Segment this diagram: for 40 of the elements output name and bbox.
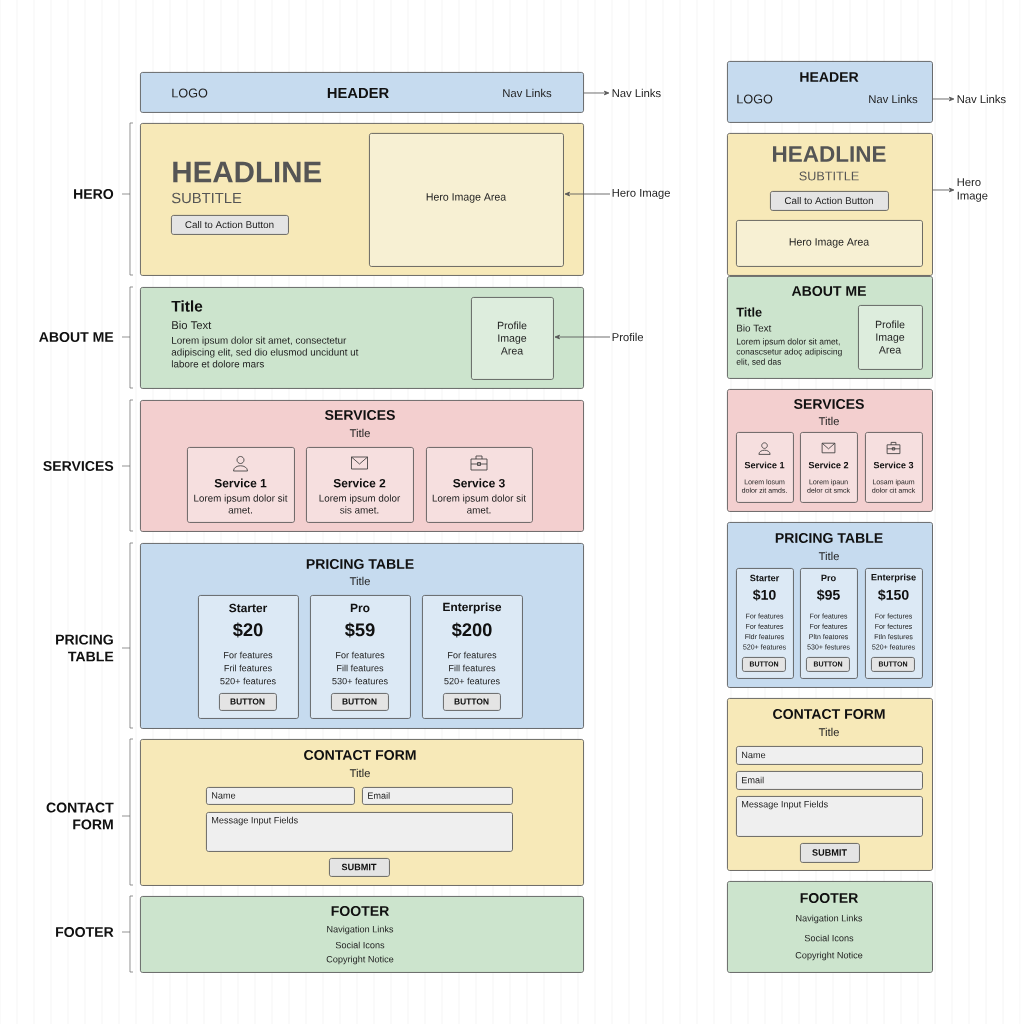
service-card: Service 3 Lorem ipsum dolor sit amet.: [426, 447, 533, 523]
placeholder-box: Profile Image Area: [471, 297, 554, 380]
footer-section: FOOTER Navigation Links Social Icons Copyright Notice: [727, 881, 933, 973]
annotation-label: Nav Links: [957, 94, 1006, 104]
button: BUTTON: [331, 693, 389, 711]
arrow: [564, 191, 611, 197]
button: BUTTON: [219, 693, 277, 711]
placeholder-box: Hero Image Area: [369, 133, 564, 267]
input-field: Email: [736, 771, 923, 790]
text-area: Message Input Fields: [206, 812, 513, 852]
annotation-label: Hero Image: [957, 178, 988, 202]
section-label: CONTACT FORM: [46, 802, 114, 830]
input-field: Email: [362, 787, 513, 805]
text-area: Message Input Fields: [736, 796, 923, 837]
cta-button: Call to Action Button: [171, 215, 289, 235]
service-card: Service 1 Lorem ipsum dolor sit amet.: [187, 447, 295, 523]
submit-button: SUBMIT: [800, 843, 860, 863]
section-label: SERVICES: [43, 461, 114, 471]
placeholder-box: Profile Image Area: [858, 305, 923, 370]
input-field: Name: [736, 746, 923, 765]
submit-button: SUBMIT: [329, 858, 390, 877]
arrow: [554, 334, 611, 340]
section-label: ABOUT ME: [39, 332, 114, 342]
annotation-label: Nav Links: [612, 88, 661, 98]
input-field: Name: [206, 787, 355, 805]
placeholder-box: Hero Image Area: [736, 220, 923, 267]
header-bar: HEADER LOGO Nav Links: [727, 61, 933, 123]
service-card: Service 2 Lorem ipsum dolor sis amet.: [306, 447, 414, 523]
header-bar: LOGO HEADER Nav Links: [140, 72, 584, 113]
cta-button: Call to Action Button: [770, 191, 889, 211]
button: BUTTON: [443, 693, 501, 711]
arrow: [932, 187, 955, 193]
arrow: [583, 90, 610, 96]
annotation-label: Hero Image: [612, 188, 670, 200]
section-label: PRICING TABLE: [56, 634, 114, 662]
annotation-label: Profile: [612, 332, 644, 342]
section-label: FOOTER: [56, 927, 114, 937]
arrow: [932, 96, 955, 102]
footer-section: FOOTER Navigation Links Social Icons Copyright Notice: [140, 896, 584, 973]
section-label: HERO: [74, 189, 114, 199]
